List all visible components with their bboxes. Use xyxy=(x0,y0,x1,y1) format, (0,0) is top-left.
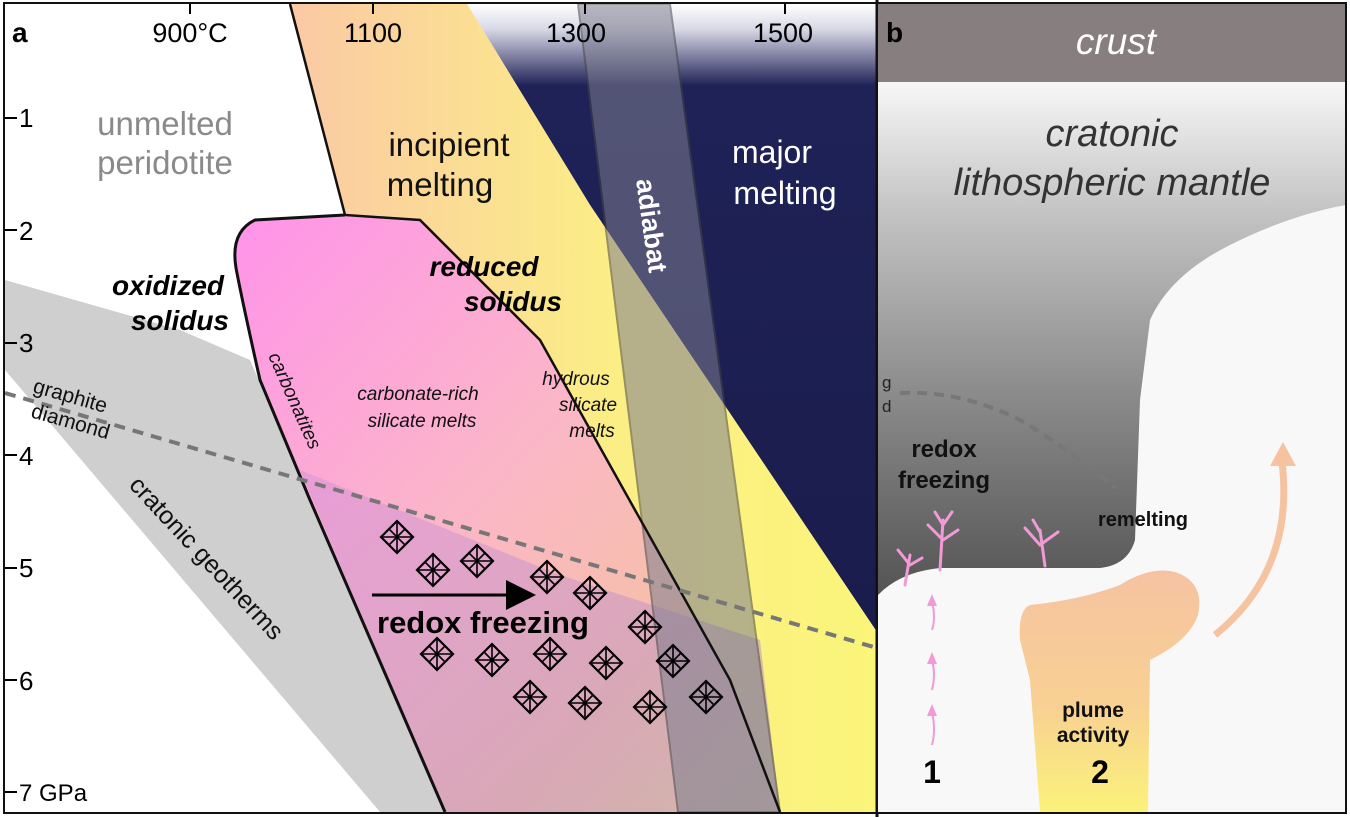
redox-freezing-label: redox freezing xyxy=(377,605,589,640)
major-melting-label-line1: major xyxy=(732,134,812,170)
carbonate-rich-line1: carbonate-rich xyxy=(357,384,478,405)
diamond-symbol xyxy=(532,636,568,672)
major-melting-label-line2: melting xyxy=(733,175,836,211)
pressure-tick-3: 3 xyxy=(19,328,33,358)
pressure-tick-4: 4 xyxy=(19,441,33,471)
diamond-symbol xyxy=(632,689,668,725)
diamond-symbols xyxy=(379,519,724,725)
plume-arrow-head xyxy=(1270,442,1296,466)
plume-label-line1: plume xyxy=(1062,699,1124,722)
g-label: g xyxy=(882,373,891,392)
adiabat-band xyxy=(576,4,782,812)
mantle-label-line1: cratonic xyxy=(1045,113,1178,155)
crust-layer xyxy=(878,4,1346,82)
hydrous-line1: hydrous xyxy=(542,369,610,390)
incipient-label-line2: melting xyxy=(387,166,493,203)
panel-b-label: b xyxy=(886,17,903,48)
panel-b-frame xyxy=(876,2,1347,814)
diamond-symbol xyxy=(474,642,510,678)
pressure-tick-7: 7 GPa xyxy=(19,780,88,807)
reduced-solidus-line xyxy=(288,4,782,812)
melt-arrow-heads xyxy=(927,594,937,716)
plume-label-line2: activity xyxy=(1057,724,1130,747)
carbonate-rich-line2: silicate melts xyxy=(368,411,477,432)
pressure-tick-5: 5 xyxy=(19,553,33,583)
lithospheric-mantle xyxy=(878,82,1346,595)
pressure-axis xyxy=(5,117,17,793)
dendrite-crystals xyxy=(896,510,1060,587)
marker-2: 2 xyxy=(1091,754,1109,790)
oxidized-solidus-line1: oxidized xyxy=(112,270,225,301)
graphite-diamond-line-b xyxy=(899,390,1117,490)
diamond-symbol xyxy=(379,519,415,555)
mantle-label-line2: lithospheric mantle xyxy=(954,162,1271,204)
diamond-symbol xyxy=(415,552,451,588)
pressure-tick-6: 6 xyxy=(19,666,33,696)
unmelted-label-line2: peridotite xyxy=(97,144,233,181)
temp-tick-1300: 1300 xyxy=(546,18,606,48)
incipient-label-line1: incipient xyxy=(388,126,509,163)
hydrous-line3: melts xyxy=(569,421,615,442)
plume-arrow xyxy=(1212,461,1288,638)
temp-tick-1100: 1100 xyxy=(344,18,402,48)
diamond-symbol xyxy=(572,575,608,611)
oxidized-solidus-line xyxy=(233,213,447,812)
diamond-symbol xyxy=(627,609,663,645)
reduced-solidus-line1: reduced xyxy=(430,251,540,282)
hydrous-line2: silicate xyxy=(559,395,617,416)
pressure-tick-2: 2 xyxy=(19,216,33,246)
redox-label-line1: redox xyxy=(911,436,977,463)
temp-tick-900: 900°C xyxy=(152,18,227,48)
redox-freezing-region xyxy=(300,470,780,812)
marker-1: 1 xyxy=(923,754,941,790)
oxidized-solidus-line2: solidus xyxy=(131,305,229,336)
diamond-symbol xyxy=(419,636,455,672)
unmelted-label-line1: unmelted xyxy=(97,105,233,142)
diamond-symbol xyxy=(512,679,548,715)
diamond-symbol xyxy=(459,543,495,579)
panel-b: b crust cratonic lithospheric mantle g d… xyxy=(878,4,1346,812)
cratonic-geotherms-band xyxy=(5,280,445,812)
plume xyxy=(1019,570,1200,812)
temperature-axis xyxy=(189,4,786,14)
diamond-symbol xyxy=(567,685,603,721)
diamond-symbol xyxy=(529,559,565,595)
redox-label-line2: freezing xyxy=(898,467,990,494)
panel-a-label: a xyxy=(12,17,28,48)
temp-tick-1500: 1500 xyxy=(753,18,813,48)
d-label: d xyxy=(882,397,891,416)
pressure-tick-1: 1 xyxy=(19,103,33,133)
panel-a: a 900°C 1100 1300 1500 1 2 3 4 5 6 7 GPa… xyxy=(5,4,877,812)
crust-label: crust xyxy=(1076,21,1158,62)
remelting-label: remelting xyxy=(1098,509,1188,531)
diamond-symbol xyxy=(588,645,624,681)
reduced-solidus-line2: solidus xyxy=(464,286,562,317)
diamond-symbol xyxy=(688,679,724,715)
diamond-symbol xyxy=(655,643,691,679)
